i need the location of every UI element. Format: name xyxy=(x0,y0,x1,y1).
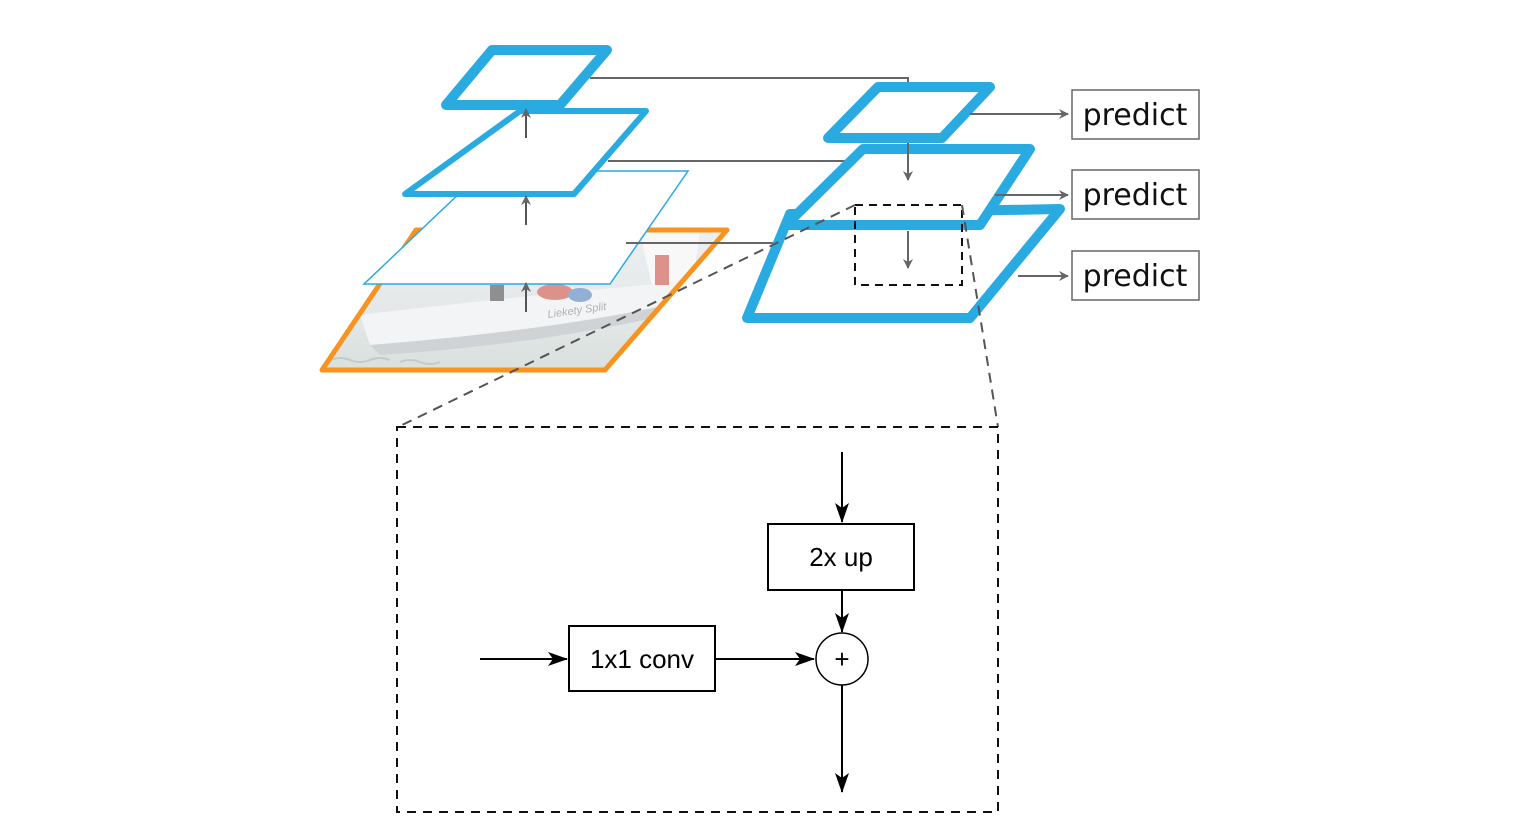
detail-block-frame xyxy=(396,426,999,813)
bottom-up-level-3 xyxy=(441,45,612,110)
predict-box-3: predict xyxy=(1071,250,1200,301)
bottom-up-level-1 xyxy=(362,170,690,285)
upsample-label: 2x up xyxy=(809,542,873,572)
zoom-line-right xyxy=(961,204,999,428)
predict-box-1: predict xyxy=(1071,89,1200,140)
highlight-region xyxy=(854,204,963,286)
conv-1x1-label: 1x1 conv xyxy=(590,644,694,674)
conv-1x1-block: 1x1 conv xyxy=(568,625,716,692)
top-down-level-top xyxy=(823,82,995,143)
predict-label: predict xyxy=(1083,178,1188,213)
top-down-level-middle xyxy=(781,144,1035,230)
predict-box-2: predict xyxy=(1071,169,1200,220)
plus-symbol: + xyxy=(834,644,849,674)
bottom-up-level-2 xyxy=(402,108,649,197)
predict-label: predict xyxy=(1083,98,1188,133)
upsample-block: 2x up xyxy=(767,523,915,591)
elementwise-add-node: + xyxy=(815,632,869,686)
predict-label: predict xyxy=(1083,259,1188,294)
